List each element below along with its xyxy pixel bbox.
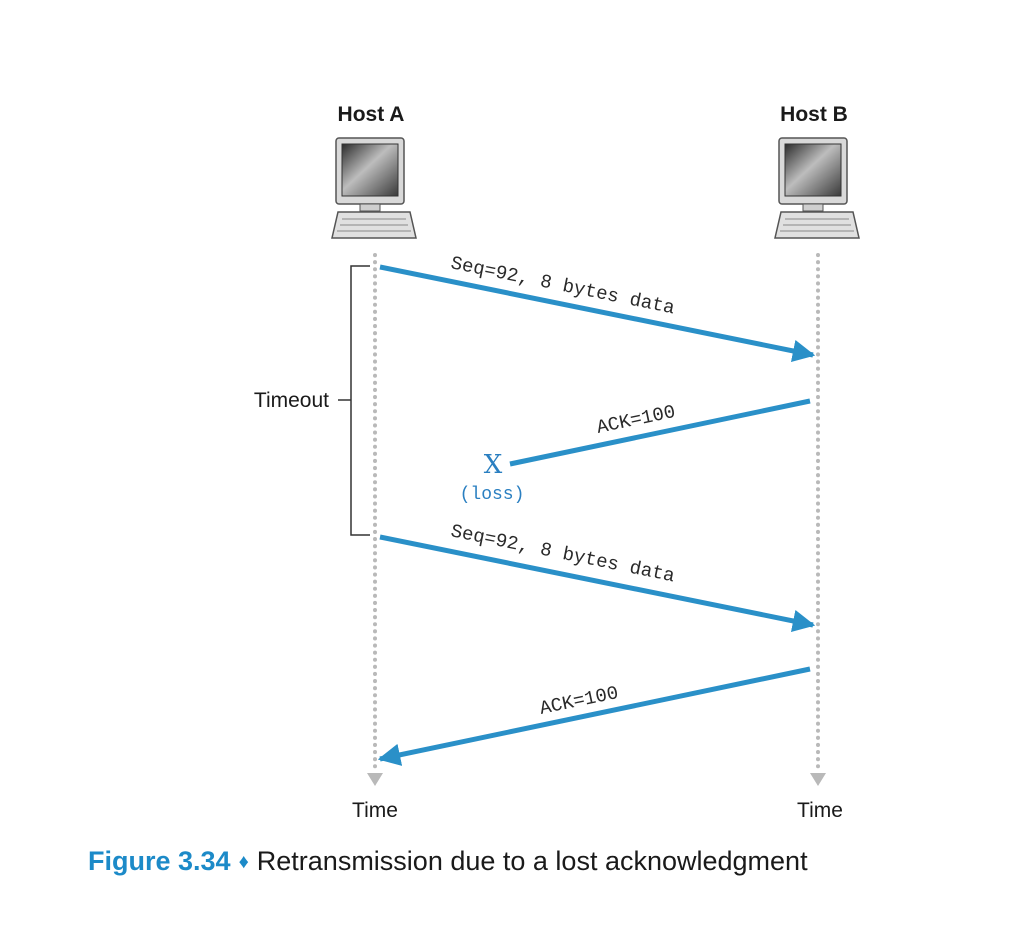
message-arrow-3 [379, 534, 816, 632]
host-a-time-arrow-icon [367, 773, 383, 786]
caption-separator: ♦ [238, 851, 249, 873]
message-arrow-4 [377, 666, 811, 766]
timeout-label: Timeout [254, 389, 329, 412]
caption-text: Retransmission due to a lost acknowledgm… [256, 846, 808, 876]
message-label-3: Seq=92, 8 bytes data [449, 520, 677, 587]
message-arrow-1 [379, 264, 816, 362]
host-a-time-label: Time [352, 799, 398, 822]
loss-marker: X [484, 450, 503, 480]
host-b-time-label: Time [797, 799, 843, 822]
host-b-time-arrow-icon [810, 773, 826, 786]
timeout-bracket [338, 265, 370, 536]
host-a-label: Host A [338, 103, 405, 126]
message-label-4: ACK=100 [538, 682, 621, 720]
computer-icon [331, 137, 417, 239]
figure-number: Figure 3.34 [88, 846, 231, 876]
host-b-label: Host B [780, 103, 848, 126]
figure-caption: Figure 3.34 ♦ Retransmission due to a lost… [88, 846, 808, 877]
computer-icon [774, 137, 860, 239]
loss-label: (loss) [460, 485, 525, 505]
message-arrow-2 [509, 398, 811, 467]
